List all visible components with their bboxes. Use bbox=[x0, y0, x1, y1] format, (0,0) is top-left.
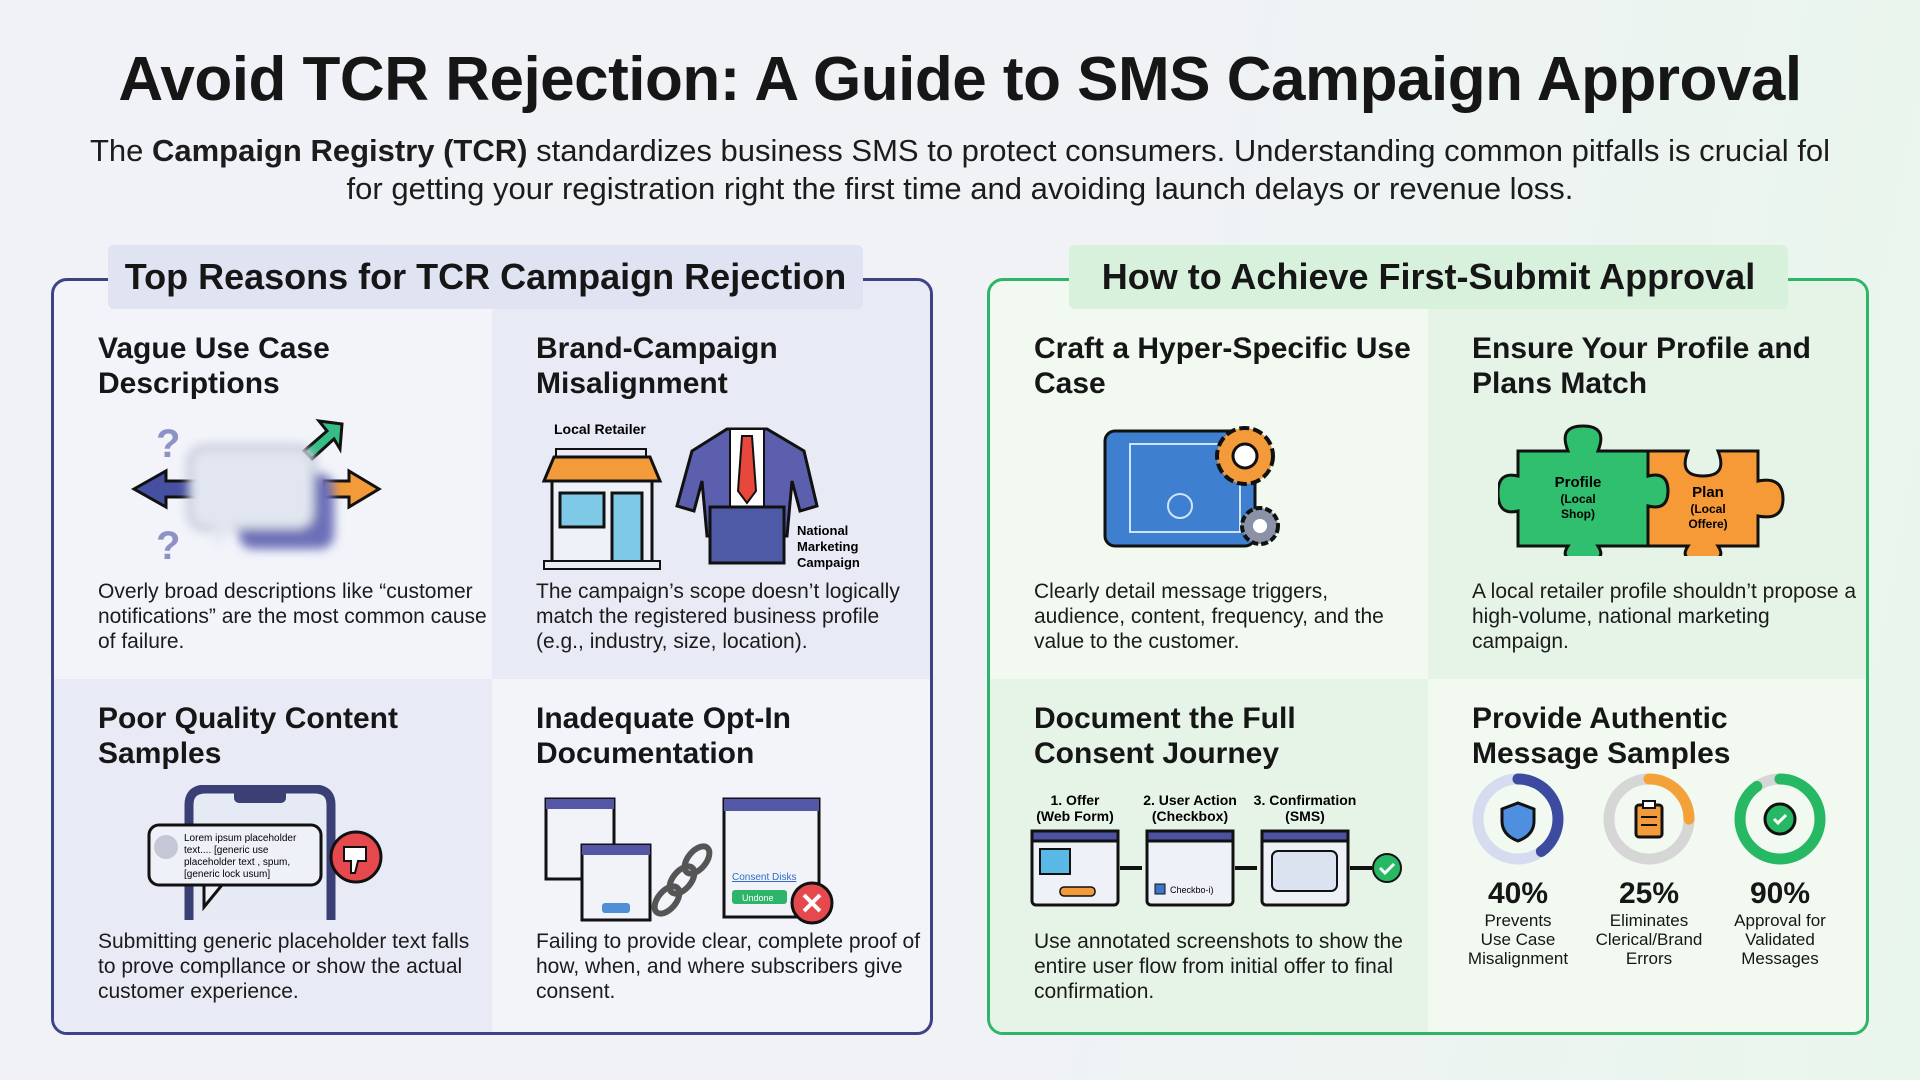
card-brand-misalignment: Brand-Campaign Misalignment Local Retail… bbox=[492, 281, 930, 679]
card-heading: Document the Full Consent Journey bbox=[1034, 702, 1296, 770]
card-heading: Ensure Your Profile and Plans Match bbox=[1472, 332, 1811, 400]
card-specific-use-case: Craft a Hyper-Specific Use Case Clearly … bbox=[990, 281, 1428, 679]
store-label: Local Retailer bbox=[554, 421, 646, 437]
stat-donut bbox=[1472, 773, 1564, 865]
step-label: (Checkbox) bbox=[1152, 808, 1228, 824]
card-optin-docs: Inadequate Opt-In Documentation Consent … bbox=[492, 679, 930, 1032]
step-label: 2. User Action bbox=[1143, 792, 1237, 808]
card-body: A local retailer profile shouldn’t propo… bbox=[1472, 580, 1857, 653]
card-heading: Craft a Hyper-Specific Use Case bbox=[1034, 332, 1411, 400]
blurry-chat-arrows-icon: ? ? bbox=[130, 419, 382, 568]
puzzle-label: (Local bbox=[1690, 502, 1725, 516]
step-label: 1. Offer bbox=[1050, 792, 1100, 808]
broken-chain-icon: Consent Disks Undone bbox=[544, 797, 834, 925]
subtitle-text: standardizes business SMS to protect con… bbox=[346, 133, 1831, 206]
stat-label: Prevents bbox=[1484, 911, 1552, 930]
phone-thumbs-down-icon: Lorem ipsum placeholder text.... [generi… bbox=[147, 785, 383, 920]
puzzle-label: Profile bbox=[1555, 474, 1602, 491]
page-title: Avoid TCR Rejection: A Guide to SMS Camp… bbox=[118, 45, 1802, 114]
subtitle-text: The bbox=[89, 133, 152, 168]
store-vs-suit-icon: Local Retailer National Marketing Campai… bbox=[542, 421, 860, 570]
svg-text:?: ? bbox=[156, 422, 180, 466]
undone-button: Undone bbox=[742, 893, 774, 903]
bubble-text: text.... [generic use bbox=[184, 845, 269, 856]
puzzle-label: Offere) bbox=[1688, 517, 1727, 531]
card-body: Overly broad descriptions like “customer… bbox=[98, 580, 487, 653]
campaign-label: Marketing bbox=[797, 539, 858, 554]
rejection-reasons-panel: Vague Use Case Descriptions ? ? Overly b… bbox=[51, 278, 933, 1035]
stat-donut bbox=[1603, 773, 1695, 865]
stat-value: 25% bbox=[1618, 877, 1680, 910]
card-authentic-samples: Provide Authentic Message Samples 40% Pr… bbox=[1428, 679, 1866, 1032]
step-label: 3. Confirmation bbox=[1254, 792, 1357, 808]
bubble-text: Lorem ipsum placeholder bbox=[184, 833, 297, 844]
card-poor-content: Poor Quality Content Samples Lorem ipsum… bbox=[54, 679, 492, 1032]
stat-label: Eliminates bbox=[1609, 911, 1689, 930]
puzzle-pieces-icon: Profile (Local Shop) Plan (Local Offere) bbox=[1498, 424, 1785, 556]
campaign-label: Campaign bbox=[797, 555, 860, 570]
consent-link: Consent Disks bbox=[732, 872, 796, 883]
shield-icon bbox=[1500, 801, 1536, 843]
card-vague-use-case: Vague Use Case Descriptions ? ? Overly b… bbox=[54, 281, 492, 679]
right-section-title: How to Achieve First-Submit Approval bbox=[1069, 245, 1788, 309]
stat-value: 40% bbox=[1487, 877, 1549, 910]
stat-donut-fill bbox=[1472, 773, 1564, 865]
step-label: (Web Form) bbox=[1036, 808, 1114, 824]
card-body: The campaign’s scope doesn’t logically m… bbox=[536, 580, 900, 653]
card-body: Use annotated screenshots to show the en… bbox=[1034, 930, 1403, 1003]
card-body: Clearly detail message triggers, audienc… bbox=[1034, 580, 1384, 653]
svg-text:?: ? bbox=[156, 524, 180, 568]
stat-donut bbox=[1734, 773, 1826, 865]
puzzle-label: Shop) bbox=[1561, 507, 1595, 521]
left-section-title: Top Reasons for TCR Campaign Rejection bbox=[108, 245, 863, 309]
subtitle-bold: Campaign Registry (TCR) bbox=[151, 133, 528, 168]
stat-label: Validated bbox=[1745, 930, 1815, 949]
stat-donut-fill bbox=[1734, 773, 1826, 865]
bubble-text: [generic lock usum] bbox=[184, 869, 270, 880]
stat-label: Approval for bbox=[1734, 911, 1826, 930]
puzzle-label: (Local bbox=[1560, 492, 1595, 506]
card-body: Submitting generic placeholder text fall… bbox=[98, 930, 470, 1003]
stat-value: 90% bbox=[1749, 877, 1811, 910]
checkbox-label: Checkbo-i) bbox=[1170, 885, 1214, 895]
stat-label: Messages bbox=[1741, 949, 1819, 968]
step-label: (SMS) bbox=[1285, 808, 1325, 824]
card-heading: Poor Quality Content Samples bbox=[98, 702, 398, 770]
consent-flow-icon: 1. Offer(Web Form) 2. User Action(Checkb… bbox=[1030, 792, 1402, 907]
stat-donut-fill bbox=[1603, 773, 1695, 865]
check-badge-icon bbox=[1763, 802, 1797, 836]
approval-tips-panel: Craft a Hyper-Specific Use Case Clearly … bbox=[987, 278, 1869, 1035]
stat-label: Errors bbox=[1625, 949, 1673, 968]
card-body: Failing to provide clear, complete proof… bbox=[536, 930, 921, 1003]
blueprint-gears-icon bbox=[1103, 426, 1280, 548]
stat-label: Clerical/Brand bbox=[1595, 930, 1703, 949]
stat-label: Use Case bbox=[1480, 930, 1556, 949]
clipboard-icon bbox=[1634, 800, 1664, 839]
card-heading: Brand-Campaign Misalignment bbox=[536, 332, 778, 400]
card-heading: Provide Authentic Message Samples bbox=[1472, 702, 1731, 770]
stat-label: Misalignment bbox=[1467, 949, 1569, 968]
card-heading: Inadequate Opt-In Documentation bbox=[536, 702, 791, 770]
card-consent-journey: Document the Full Consent Journey 1. Off… bbox=[990, 679, 1428, 1032]
bubble-text: placeholder text , spum, bbox=[184, 857, 290, 868]
card-profile-match: Ensure Your Profile and Plans Match Prof… bbox=[1428, 281, 1866, 679]
page-subtitle: The Campaign Registry (TCR) standardizes… bbox=[70, 132, 1850, 208]
campaign-label: National bbox=[797, 523, 848, 538]
card-heading: Vague Use Case Descriptions bbox=[98, 332, 330, 400]
puzzle-label: Plan bbox=[1692, 484, 1724, 501]
